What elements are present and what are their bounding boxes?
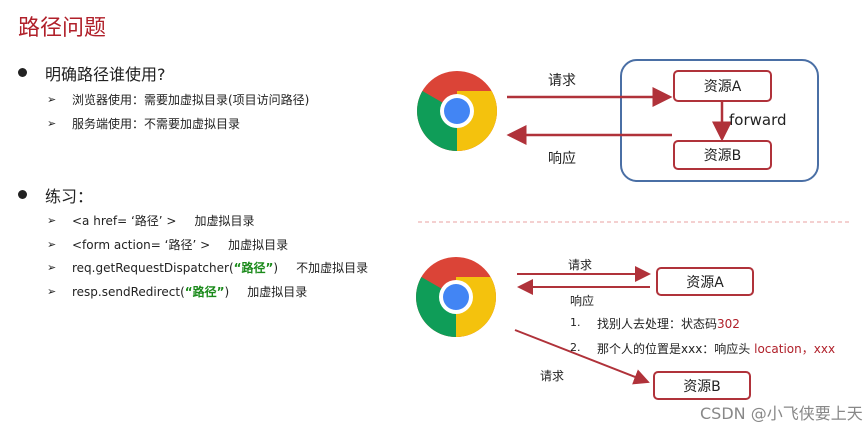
chrome-icon [417,71,497,151]
step-number: 1. [570,316,581,329]
arrow-bullet-icon: ➢ [47,261,57,274]
step-text: 那个人的位置是xxx：响应头 location，xxx [597,342,836,356]
list-item: ➢ resp.sendRedirect(“路径”) 加虚拟目录 [47,283,307,300]
bullet-icon [18,68,27,77]
page-title: 路径问题 [18,16,107,41]
code-text: <a href= ‘路径’ > [72,214,177,228]
list-item: ➢ 服务端使用：不需要加虚拟目录 [47,115,240,132]
list-item: ➢ 浏览器使用：需要加虚拟目录(项目访问路径) [47,91,309,108]
step-number: 2. [570,341,581,354]
arrow-bullet-icon: ➢ [47,285,57,298]
list-item: ➢ <form action= ‘路径’ > 加虚拟目录 [47,236,288,253]
arrow-bullet-icon: ➢ [47,93,57,106]
response-label: 响应 [548,151,576,167]
request-label: 请求 [548,73,576,89]
request-label: 请求 [568,258,593,272]
arrow-bullet-icon: ➢ [47,117,57,130]
request-label: 请求 [540,369,565,383]
arrow-bullet-icon: ➢ [47,238,57,251]
note-text: 加虚拟目录 [228,238,289,252]
step-text: 找别人去处理：状态码302 [597,317,740,331]
list-item-text: 服务端使用：不需要加虚拟目录 [72,117,241,131]
resource-a-box: 资源A [656,267,754,296]
resource-a-box: 资源A [673,70,772,102]
chrome-icon [416,257,496,337]
watermark: CSDN @小飞侠要上天 [700,404,863,423]
resource-b-box: 资源B [653,371,751,400]
redirect-request-arrow [514,329,650,385]
section-heading: 练习： [45,187,94,206]
section-heading: 明确路径谁使用? [45,65,166,84]
note-text: 加虚拟目录 [247,285,308,299]
list-item: ➢ req.getRequestDispatcher(“路径”) 不加虚拟目录 [47,259,368,276]
note-text: 不加虚拟目录 [296,261,369,275]
arrow-bullet-icon: ➢ [47,214,57,227]
note-text: 加虚拟目录 [194,214,255,228]
code-text: req.getRequestDispatcher(“路径”) [72,261,279,275]
code-text: resp.sendRedirect(“路径”) [72,285,230,299]
list-item: ➢ <a href= ‘路径’ > 加虚拟目录 [47,212,255,229]
server-container [620,59,819,182]
bullet-icon [18,190,27,199]
resource-b-box: 资源B [673,140,772,170]
code-text: <form action= ‘路径’ > [72,238,211,252]
response-label: 响应 [570,294,595,308]
forward-label: forward [729,111,787,129]
list-item-text: 浏览器使用：需要加虚拟目录(项目访问路径) [72,93,310,107]
